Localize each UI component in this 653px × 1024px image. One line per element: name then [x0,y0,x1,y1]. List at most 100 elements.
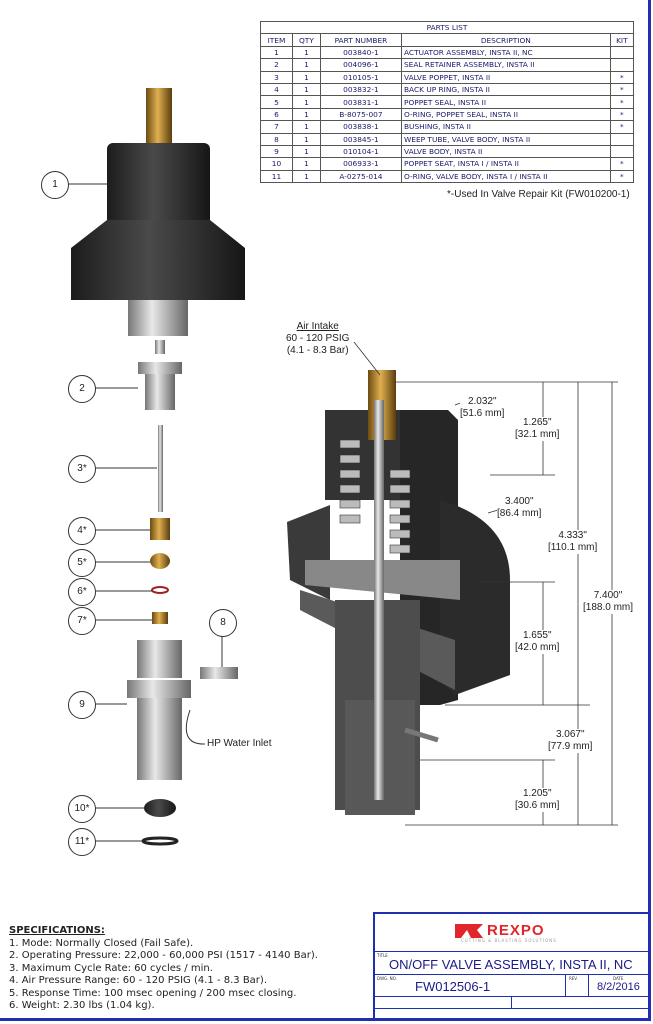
divider [375,974,649,975]
callout-2: 2 [68,375,96,403]
air-intake-psig: 60 - 120 PSIG [286,333,350,344]
spec-item: 1. Mode: Normally Closed (Fail Safe). [9,937,194,949]
dim-7400: 7.400"[188.0 mm] [583,590,634,614]
column-header: KIT [609,33,635,47]
table-cell: 003845-1 [319,132,402,146]
part-4-backup-ring [150,518,170,540]
air-intake-bar: (4.1 - 8.3 Bar) [286,345,349,356]
table-cell: A-0275-014 [319,169,402,184]
table-cell: 1 [291,157,321,171]
drawing-number: FW012506-1 [415,979,491,994]
dim-in: 1.265" [522,417,552,428]
table-cell [609,45,635,60]
dim-in: 3.400" [504,496,534,507]
table-cell [609,144,635,159]
callout-1: 1 [41,171,69,199]
table-cell: * [609,157,635,171]
dwg-label: DWG. NO. [377,976,397,981]
hp-water-inlet-label: HP Water Inlet [207,738,272,749]
spec-item: 2. Operating Pressure: 22,000 - 60,000 P… [9,950,318,961]
dim-in: 1.205" [522,788,552,799]
rev-label: REV. [569,976,578,981]
table-cell: WEEP TUBE, VALVE BODY, INSTA II [400,132,611,146]
dim-4333: 4.333"[110.1 mm] [548,530,598,554]
part-1-actuator [71,88,245,336]
callout-4: 4* [68,517,96,545]
column-header: ITEM [260,33,293,47]
divider [375,951,649,952]
dim-2032: 2.032"[51.6 mm] [460,396,505,420]
spec-item: 4. Air Pressure Range: 60 - 120 PSIG (4.… [9,975,267,986]
spec-item: 6. Weight: 2.30 lbs (1.04 kg). [9,1000,155,1011]
dim-mm: [188.0 mm] [583,602,634,613]
dim-mm: [86.4 mm] [497,508,542,519]
column-header: QTY [291,33,321,47]
table-cell [609,132,635,146]
callout-11: 11* [68,828,96,856]
callout-3: 3* [68,455,96,483]
table-cell: 003838-1 [319,120,402,134]
table-cell: 9 [260,144,293,159]
part-3-poppet [158,425,163,512]
divider [588,974,589,996]
dim-mm: [51.6 mm] [460,408,505,419]
dim-1265: 1.265"[32.1 mm] [515,417,560,441]
dim-mm: [110.1 mm] [548,542,598,553]
part-2-seal-retainer [138,340,182,410]
table-cell: 006933-1 [319,157,402,171]
callout-10: 10* [68,795,96,823]
callout-6: 6* [68,578,96,606]
dim-mm: [42.0 mm] [515,642,560,653]
callout-8: 8 [209,609,237,637]
specifications: SPECIFICATIONS: 1. Mode: Normally Closed… [9,925,318,1013]
spec-item: 3. Maximum Cycle Rate: 60 cycles / min. [9,962,213,974]
dim-1205: 1.205"[30.6 mm] [515,788,560,812]
callout-7: 7* [68,607,96,635]
table-cell: * [609,120,635,134]
rexpo-logo: REXPO [455,922,545,939]
dim-in: 3.067" [555,729,585,740]
table-cell: 1 [291,45,321,60]
dim-3067: 3.067"[77.9 mm] [548,729,593,753]
title-block: REXPO CUTTING & BLASTING SOLUTIONS TITLE… [373,912,651,1021]
divider [565,974,566,996]
logo-tagline: CUTTING & BLASTING SOLUTIONS [461,938,557,943]
parts-list-title: PARTS LIST [260,20,634,35]
dim-mm: [30.6 mm] [515,800,560,811]
title-label: TITLE [377,953,388,958]
part-10-poppet-seat [144,799,176,817]
part-7-bushing [152,612,168,624]
dim-1655: 1.655"[42.0 mm] [515,630,560,654]
callout-9: 9 [68,691,96,719]
specifications-heading: SPECIFICATIONS: [9,925,105,936]
column-header: PART NUMBER [319,33,402,47]
page-border-right [648,0,651,1021]
dim-in: 4.333" [558,530,587,541]
divider [375,1008,649,1009]
table-cell: 10 [260,157,293,171]
dim-mm: [32.1 mm] [515,429,560,440]
date-label: DATE [613,976,624,981]
table-cell: 7 [260,120,293,134]
table-cell: 11 [260,169,293,184]
part-8-weep-tube [200,667,238,679]
table-cell: POPPET SEAT, INSTA I / INSTA II [400,157,611,171]
divider [511,996,512,1008]
spec-item: 5. Response Time: 100 msec opening / 200… [9,987,297,999]
dim-in: 7.400" [593,590,623,601]
drawing-title: ON/OFF VALVE ASSEMBLY, INSTA II, NC [389,957,633,972]
logo-text: REXPO [487,922,545,939]
drawing-date: 8/2/2016 [597,981,640,993]
rexpo-logo-icon [455,923,483,938]
dim-in: 2.032" [467,396,497,407]
